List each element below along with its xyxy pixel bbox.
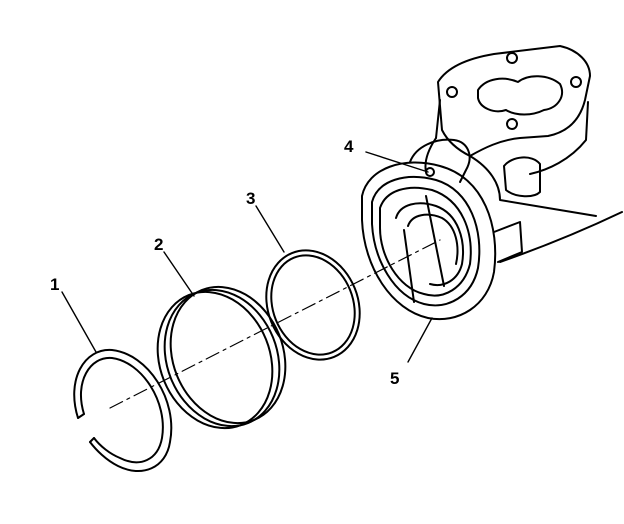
- leader-line-4: [365, 151, 429, 173]
- o-ring-outer: [265, 249, 361, 361]
- side-lug: [503, 156, 541, 198]
- bore-rim-outer: [361, 161, 497, 321]
- bore-wall: [403, 229, 415, 303]
- bolt-hole: [446, 86, 458, 98]
- flange-port: [477, 75, 563, 116]
- housing-top-flange: [437, 45, 591, 157]
- callout-4: 4: [344, 137, 354, 156]
- retaining-ring-outer: [73, 348, 173, 472]
- bolt-hole: [506, 118, 518, 130]
- callout-1: 1: [50, 275, 59, 294]
- piston-back-face: [169, 285, 287, 425]
- bolt-hole: [570, 76, 582, 88]
- callout-3: 3: [246, 189, 255, 208]
- bore-wall: [425, 195, 445, 287]
- retaining-ring-end: [77, 413, 85, 419]
- bore-rim-lip: [379, 186, 472, 297]
- o-ring: [265, 249, 361, 361]
- o-ring-inner: [270, 254, 356, 356]
- retaining-ring: [73, 348, 173, 472]
- piston-front-face: [156, 290, 274, 430]
- callout-2: 2: [154, 235, 163, 254]
- housing-neck: [435, 99, 589, 175]
- bolt-hole: [506, 52, 518, 64]
- retaining-ring-inner: [79, 356, 164, 464]
- bore-rim-inner: [371, 176, 481, 307]
- leader-line-2: [163, 251, 195, 297]
- housing-tab: [493, 221, 523, 263]
- piston-rim: [163, 288, 281, 428]
- passage-boss: [409, 138, 471, 183]
- callout-5: 5: [390, 369, 399, 388]
- bore-groove: [395, 202, 464, 286]
- housing: [361, 45, 623, 321]
- bore-groove: [407, 213, 459, 265]
- callout-labels: 1 2 3 4 5: [50, 137, 399, 388]
- leader-lines: [61, 151, 433, 363]
- center-axis: [109, 239, 441, 409]
- leader-line-3: [255, 205, 285, 253]
- retaining-ring-end: [89, 437, 95, 443]
- leader-line-5: [407, 317, 433, 363]
- leader-line-1: [61, 291, 97, 353]
